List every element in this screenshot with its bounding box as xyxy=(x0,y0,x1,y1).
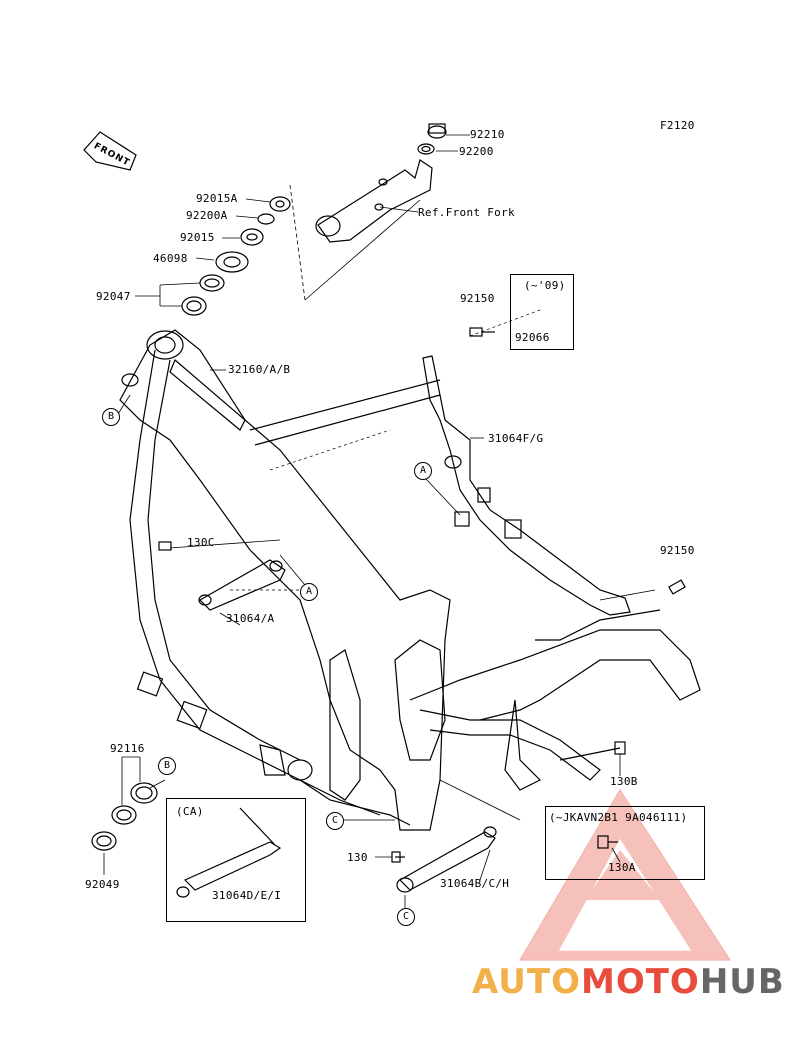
year-note-box xyxy=(510,274,574,350)
part-92200A: 92200A xyxy=(186,209,228,222)
watermark-auto: AUTO xyxy=(472,962,581,1002)
part-31064A: 31064/A xyxy=(226,612,275,625)
callout-c-left: C xyxy=(326,812,344,830)
part-130B: 130B xyxy=(610,775,638,788)
watermark-logo xyxy=(518,788,732,961)
part-92116: 92116 xyxy=(110,742,145,755)
vin-note: (~JKAVN2B1 9A046111) xyxy=(549,811,688,824)
part-46098: 46098 xyxy=(153,252,188,265)
part-92150-top: 92150 xyxy=(460,292,495,305)
part-31064FG: 31064F/G xyxy=(488,432,544,445)
part-92210: 92210 xyxy=(470,128,505,141)
part-92047: 92047 xyxy=(96,290,131,303)
part-92200: 92200 xyxy=(459,145,494,158)
watermark-moto: MOTO xyxy=(580,962,700,1002)
callout-c-bottom: C xyxy=(397,908,415,926)
part-31064BCH: 31064B/C/H xyxy=(440,877,510,890)
ca-note-box xyxy=(166,798,306,922)
part-92015A: 92015A xyxy=(196,192,238,205)
callout-b-lower: B xyxy=(158,757,176,775)
callout-a-upper: A xyxy=(414,462,432,480)
ref-front-fork: Ref.Front Fork xyxy=(418,206,515,219)
part-130A: 130A xyxy=(608,861,636,874)
watermark-hub: HUB xyxy=(699,962,785,1002)
diagram-code: F2120 xyxy=(660,119,695,132)
vin-note-box xyxy=(545,806,705,880)
callout-b-upper: B xyxy=(102,408,120,426)
ca-note: (CA) xyxy=(176,805,204,818)
part-31064DEI: 31064D/E/I xyxy=(212,889,282,902)
part-92150-right: 92150 xyxy=(660,544,695,557)
callout-a-lower: A xyxy=(300,583,318,601)
watermark-text: AUTOMOTOHUB xyxy=(472,962,785,1002)
part-130: 130 xyxy=(347,851,368,864)
part-92015: 92015 xyxy=(180,231,215,244)
year-note: (~'09) xyxy=(524,279,566,292)
part-92066: 92066 xyxy=(515,331,550,344)
part-92049: 92049 xyxy=(85,878,120,891)
part-32160: 32160/A/B xyxy=(228,363,291,376)
part-130C: 130C xyxy=(187,536,215,549)
